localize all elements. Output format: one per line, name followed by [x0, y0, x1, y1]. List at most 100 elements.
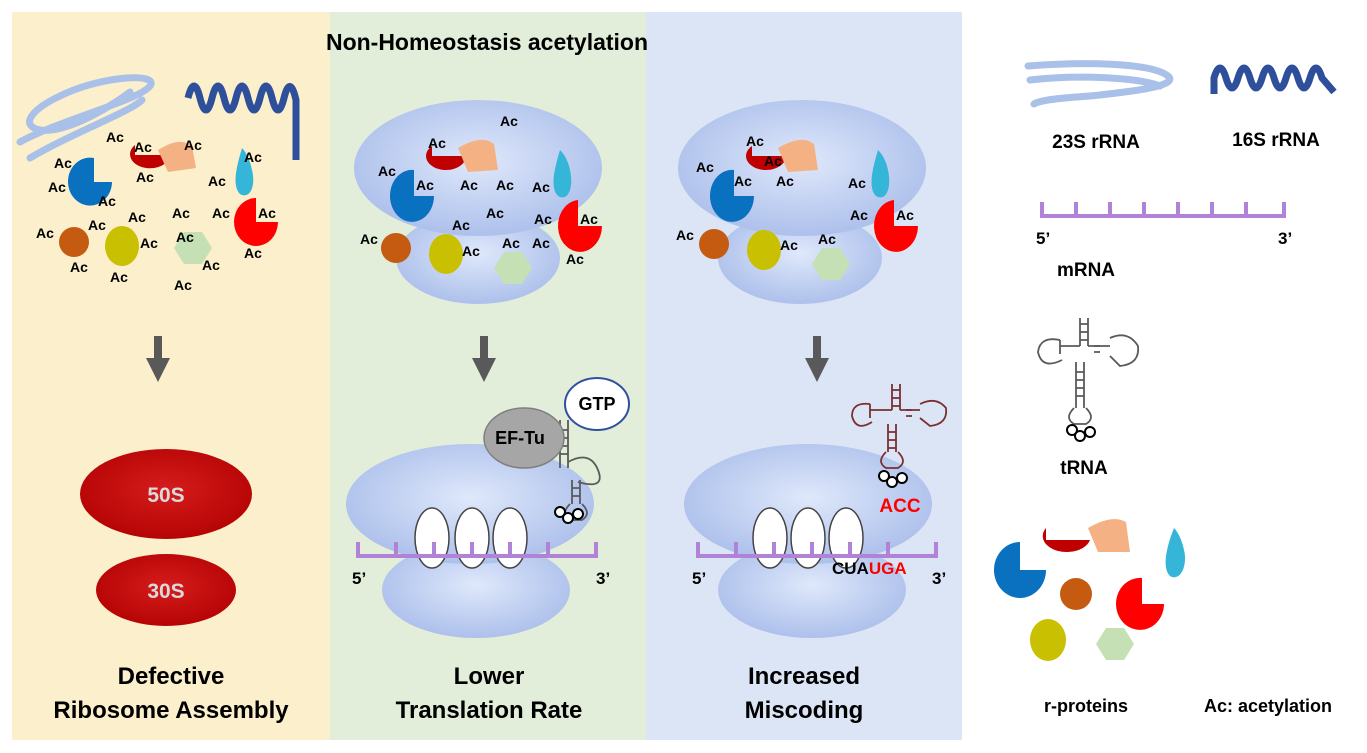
legend-23s-label: 23S rRNA	[1052, 132, 1140, 153]
subunit-50s	[80, 449, 252, 539]
protein-peach-icon	[458, 139, 498, 172]
ac-label: Ac	[734, 173, 752, 189]
ef-tu-factor	[483, 407, 565, 469]
protein-red-icon	[558, 200, 602, 252]
ac-label: Ac	[818, 231, 836, 247]
ac-label: Ac	[184, 137, 202, 153]
ac-labels-assembly: Ac Ac Ac Ac Ac Ac Ac Ac Ac Ac Ac Ac Ac A…	[36, 129, 276, 293]
panel-translation-title-line2: Translation Rate	[396, 697, 583, 724]
protein-blue-icon	[390, 169, 434, 222]
mrna-5-end-label: 5’	[692, 569, 706, 588]
ac-label: Ac	[462, 243, 480, 259]
ac-label: Ac	[174, 277, 192, 293]
trna-site-a	[752, 507, 788, 569]
rrna-16s-legend-icon	[1210, 64, 1337, 95]
protein-olive-icon	[105, 226, 139, 266]
ac-label: Ac	[848, 175, 866, 191]
diagram-title: Non-Homeostasis acetylation	[326, 29, 648, 55]
trna-site-e	[828, 507, 864, 569]
ribosome-large-subunit	[346, 444, 594, 564]
rrna-23s-icon	[16, 74, 155, 162]
trna-site-p	[790, 507, 826, 569]
protein-olive-icon	[1030, 619, 1066, 661]
ac-label: Ac	[580, 211, 598, 227]
subunit-30s	[96, 554, 236, 626]
protein-blue-icon	[994, 542, 1046, 598]
trna-site-a	[414, 507, 450, 569]
protein-green-icon	[812, 248, 850, 280]
ac-label: Ac	[452, 217, 470, 233]
ac-label: Ac	[134, 139, 152, 155]
legend-ac-note: Ac: acetylation	[1204, 696, 1332, 716]
protein-olive-icon	[747, 230, 781, 270]
mrna-strand-icon	[356, 542, 598, 558]
ac-label: Ac	[764, 153, 782, 169]
ac-label: Ac	[532, 179, 550, 195]
protein-darkred-icon	[1042, 528, 1090, 553]
panel-translation-title-line1: Lower	[454, 663, 525, 690]
down-arrow-icon	[146, 336, 170, 382]
protein-red-icon	[874, 200, 918, 252]
ac-label: Ac	[128, 209, 146, 225]
protein-darkred-icon	[130, 145, 170, 169]
ac-label: Ac	[500, 113, 518, 129]
anticodon-label: ACC	[879, 496, 920, 517]
down-arrow-icon	[472, 336, 496, 382]
mrna-legend-icon	[1040, 202, 1286, 218]
ribosome-large-subunit	[684, 444, 932, 564]
gtp-label: GTP	[578, 394, 615, 414]
ac-label: Ac	[534, 211, 552, 227]
ac-label: Ac	[106, 129, 124, 145]
rrna-16s-icon	[184, 82, 300, 160]
legend-rproteins-label: r-proteins	[1044, 696, 1128, 716]
ac-label: Ac	[676, 227, 694, 243]
ac-label: Ac	[140, 235, 158, 251]
ac-label: Ac	[780, 237, 798, 253]
ac-label: Ac	[88, 217, 106, 233]
ac-label: Ac	[746, 133, 764, 149]
protein-orange-icon	[381, 233, 411, 263]
panel-miscoding-title-line2: Miscoding	[745, 697, 864, 724]
ac-label: Ac	[460, 177, 478, 193]
protein-cyan-icon	[871, 150, 890, 198]
mrna-5-end-label: 5’	[352, 569, 366, 588]
trna-site-e	[492, 507, 528, 569]
trna-icon	[851, 384, 948, 469]
ac-label: Ac	[502, 235, 520, 251]
legend-mrna-label: mRNA	[1057, 260, 1115, 281]
protein-olive-icon	[429, 234, 463, 274]
protein-blue-icon	[710, 169, 754, 222]
down-arrow-icon	[805, 336, 829, 382]
ac-labels-miscoding: Ac Ac Ac Ac Ac Ac Ac Ac Ac Ac Ac	[676, 133, 914, 253]
ac-label: Ac	[416, 177, 434, 193]
panel-miscoding-title-line1: Increased	[748, 663, 860, 690]
anticodon-beads-icon	[554, 506, 584, 524]
ac-label: Ac	[696, 159, 714, 175]
ac-label: Ac	[258, 205, 276, 221]
protein-orange-icon	[699, 229, 729, 259]
anticodon-beads-icon	[1066, 424, 1096, 442]
legend-mrna-3-label: 3’	[1278, 229, 1292, 248]
ac-label: Ac	[70, 259, 88, 275]
anticodon-beads-icon	[878, 470, 908, 488]
subunit-50s-label: 50S	[147, 484, 184, 507]
ac-label: Ac	[176, 229, 194, 245]
protein-peach-icon	[778, 139, 818, 172]
legend: 23S rRNA 16S rRNA 5’ 3’ mRNA t	[994, 60, 1337, 716]
ac-label: Ac	[360, 231, 378, 247]
codon-normal: CUA	[832, 559, 869, 578]
ac-labels-translation: Ac Ac Ac Ac Ac Ac Ac Ac Ac Ac Ac Ac Ac A…	[360, 113, 598, 267]
ac-label: Ac	[428, 135, 446, 151]
ac-label: Ac	[566, 251, 584, 267]
protein-green-icon	[174, 232, 212, 264]
panel-translation: Ac Ac Ac Ac Ac Ac Ac Ac Ac Ac Ac Ac Ac A…	[346, 100, 630, 724]
protein-blue-icon	[68, 157, 112, 206]
protein-red-icon	[234, 198, 278, 246]
ac-label: Ac	[244, 149, 262, 165]
ac-label: Ac	[202, 257, 220, 273]
ac-label: Ac	[850, 207, 868, 223]
mrna-strand-icon	[696, 542, 938, 558]
panel-assembly-title-line1: Defective	[118, 663, 225, 690]
ac-label: Ac	[486, 205, 504, 221]
